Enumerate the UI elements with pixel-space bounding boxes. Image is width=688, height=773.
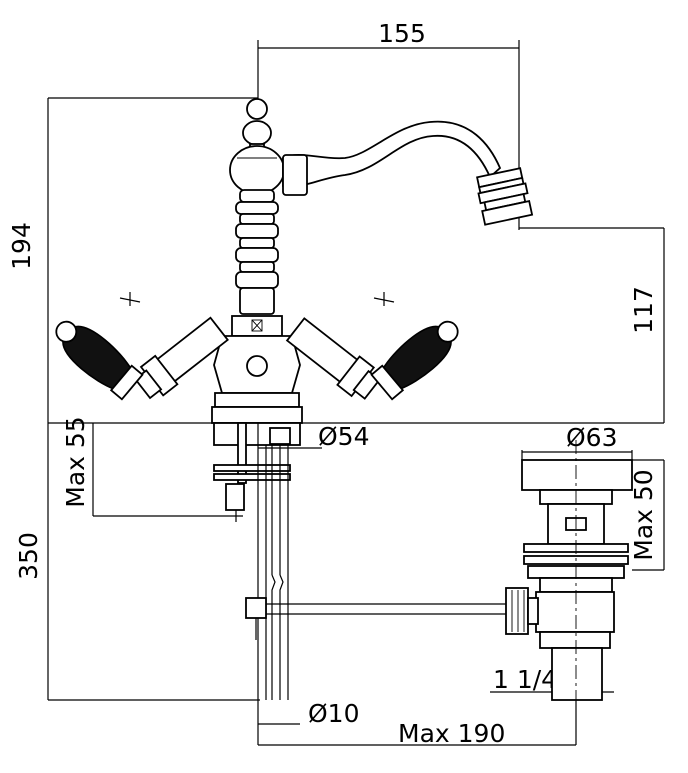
dim-max-thickness: Max 55 [61,416,90,507]
dim-supply-length: 350 [14,532,43,580]
dim-waste-diameter: Ø63 [566,423,618,452]
faucet-body [55,98,534,424]
dimension-lines [47,40,665,746]
dim-top-width: 155 [378,19,426,48]
dim-overall-height: 194 [7,222,36,270]
dim-waste-max-thickness: Max 50 [629,469,658,560]
dim-spout-height: 117 [629,286,658,334]
supply-assembly [213,422,508,700]
dim-pipe-diameter: Ø10 [308,699,360,728]
dim-max-reach: Max 190 [398,719,505,748]
dim-base-diameter: Ø54 [318,422,370,451]
waste-assembly [505,440,633,701]
